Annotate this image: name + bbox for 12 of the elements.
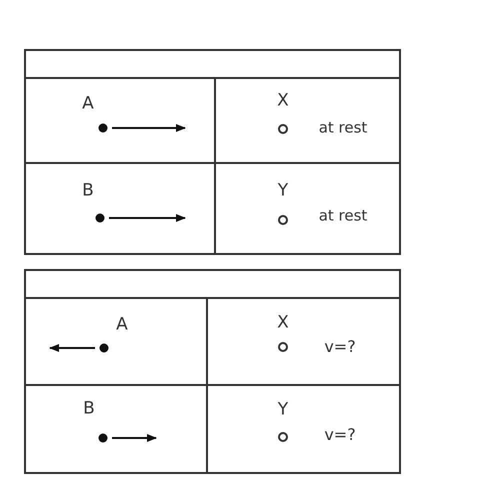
particle-label: B [82, 182, 94, 200]
particle-label: X [277, 314, 289, 332]
particle-label: A [82, 96, 94, 112]
particle-label: Y [278, 402, 288, 418]
state-label: at rest [318, 208, 368, 224]
state-label: v=? [324, 339, 356, 355]
particle-label: B [83, 400, 95, 418]
particle-label: X [277, 92, 289, 110]
state-label: v=? [324, 427, 356, 443]
state-label: at rest [318, 120, 368, 136]
particle-label: Y [278, 182, 288, 200]
particle-label: A [116, 316, 128, 334]
